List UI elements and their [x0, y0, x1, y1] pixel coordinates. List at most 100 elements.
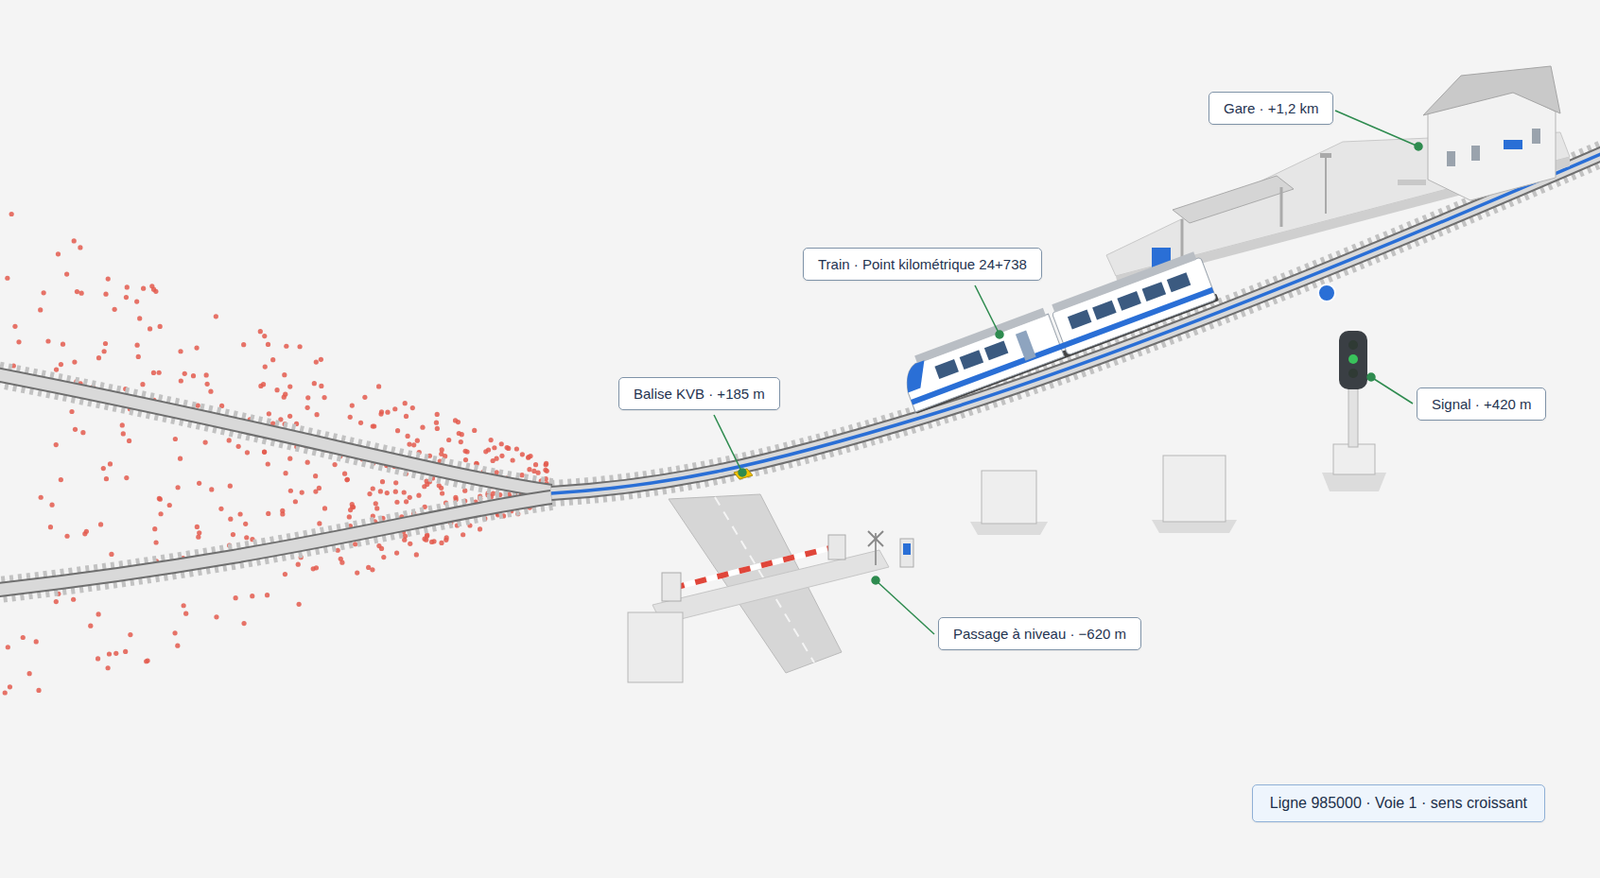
point-dot	[345, 477, 350, 483]
point-dot	[77, 244, 83, 250]
point-dot	[471, 428, 477, 434]
point-dot	[274, 387, 279, 393]
point-dot	[371, 423, 377, 429]
point-dot	[60, 342, 66, 348]
point-dot	[347, 514, 352, 520]
bench	[1397, 179, 1427, 186]
point-dot	[526, 454, 532, 460]
track-group	[0, 151, 1600, 592]
door	[1015, 330, 1037, 362]
point-dot	[261, 333, 267, 339]
point-dot	[499, 441, 505, 447]
train-nose	[899, 360, 933, 393]
point-dot	[227, 517, 233, 522]
rail	[0, 373, 552, 492]
point-dot	[463, 449, 469, 454]
point-dot	[265, 461, 271, 467]
leader-dot	[738, 469, 747, 477]
point-dot	[122, 649, 128, 655]
barrier-arm	[673, 546, 837, 589]
point-dot	[311, 566, 316, 572]
point-dot	[107, 461, 113, 467]
point-dot	[288, 488, 294, 494]
point-dot	[241, 621, 246, 627]
point-dot	[344, 477, 349, 483]
point-dot	[443, 538, 449, 543]
point-dot	[151, 370, 157, 376]
point-dot	[293, 499, 298, 505]
callout-box: Balise KVB · +185 m	[618, 377, 781, 411]
point-dot	[101, 466, 106, 471]
point-dot	[526, 467, 532, 472]
point-dot	[71, 360, 77, 366]
point-dot	[16, 339, 21, 345]
point-dot	[491, 445, 497, 451]
point-dot	[69, 409, 74, 415]
point-dot	[282, 572, 288, 577]
callout-text: Passage à niveau · −620 m	[953, 626, 1127, 643]
point-dot	[103, 292, 108, 297]
point-dot	[2, 690, 8, 696]
point-dot	[305, 460, 311, 466]
callout-text: Balise KVB · +185 m	[633, 385, 766, 402]
point-dot	[137, 315, 142, 321]
point-dot	[395, 428, 400, 434]
point-dot	[147, 326, 153, 331]
point-dot	[102, 348, 107, 354]
signal-foot	[1333, 444, 1375, 475]
point-dot	[55, 251, 61, 257]
point-dot	[490, 491, 496, 497]
point-dot	[38, 495, 44, 501]
signal-lamp	[1348, 368, 1358, 379]
point-dot	[438, 486, 444, 491]
point-dot	[458, 439, 464, 445]
shelter-roof	[1172, 175, 1294, 224]
window	[1067, 310, 1093, 331]
point-dot	[373, 501, 379, 506]
point-dot	[392, 406, 398, 412]
point-dot	[64, 534, 70, 540]
point-dot	[322, 505, 328, 511]
point-dot	[113, 651, 119, 657]
point-dot	[318, 383, 324, 389]
point-dot	[156, 496, 162, 502]
point-dot	[352, 541, 358, 547]
point-dot	[279, 508, 285, 514]
point-dot	[226, 437, 232, 443]
point-dot	[249, 593, 255, 599]
point-dot	[183, 611, 189, 617]
point-dot	[227, 484, 233, 489]
point-dot	[208, 389, 213, 395]
point-dot	[287, 456, 293, 462]
position-marker	[1318, 284, 1336, 302]
point-dot	[177, 348, 183, 354]
point-dot	[194, 524, 200, 530]
point-dot	[525, 455, 531, 461]
point-dot	[53, 366, 59, 372]
point-dot	[126, 438, 132, 444]
control-cabinet	[627, 612, 683, 683]
callout-box: Train · Point kilométrique 24+738	[802, 247, 1043, 281]
sleepers	[0, 373, 552, 492]
point-dot	[504, 445, 510, 451]
lamp	[1320, 153, 1332, 158]
point-dot	[196, 530, 202, 536]
point-dot	[124, 284, 130, 290]
point-dot	[58, 362, 64, 367]
point-dot	[9, 211, 15, 217]
signal-lamp	[1348, 340, 1358, 350]
level-crossing	[627, 494, 914, 683]
signal-lamp-green	[1348, 354, 1358, 365]
point-dot	[349, 504, 355, 510]
point-dot	[82, 531, 87, 537]
leader-line	[974, 285, 1000, 335]
station	[1106, 66, 1570, 286]
point-dot	[244, 450, 250, 455]
point-dot	[342, 471, 348, 477]
point-dot	[72, 427, 78, 433]
point-dot	[407, 495, 413, 501]
point-dot	[58, 477, 64, 483]
point-dot	[378, 411, 383, 417]
point-dot	[446, 437, 452, 443]
callout-box: Gare · +1,2 km	[1208, 91, 1334, 125]
